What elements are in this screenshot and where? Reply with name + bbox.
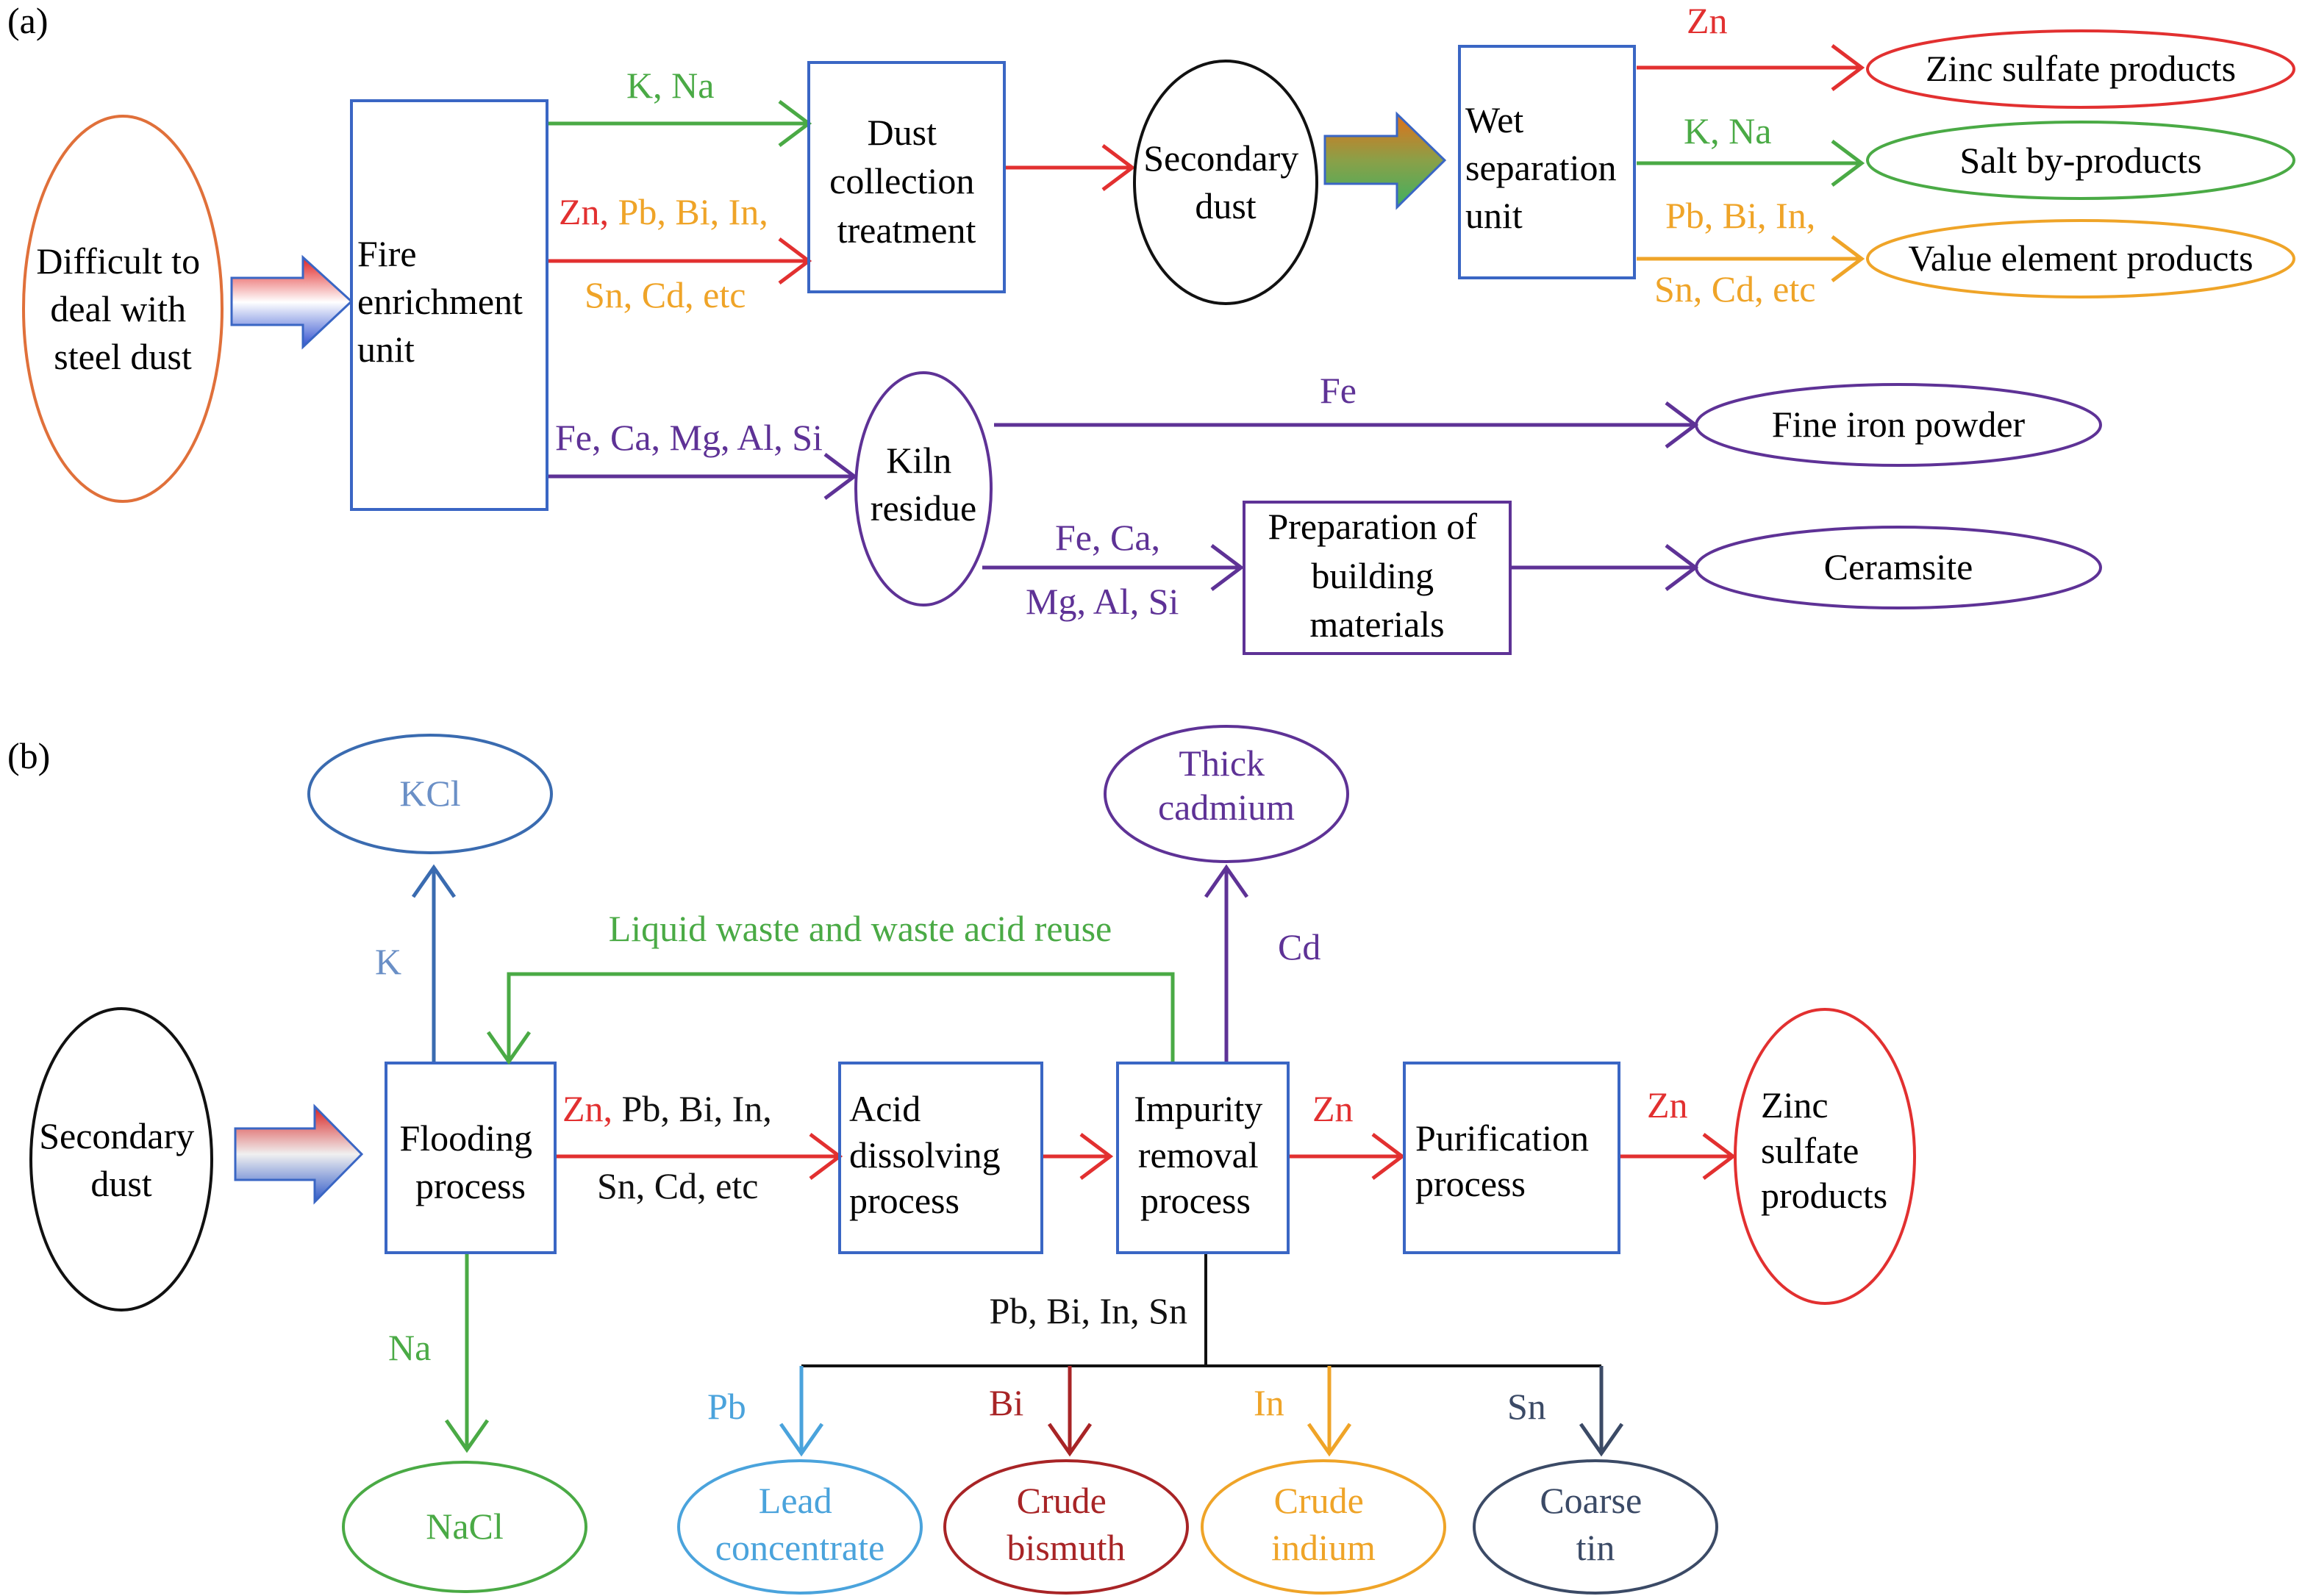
fire-unit-label: Fire enrichment unit: [357, 233, 532, 370]
nacl-label: NaCl: [426, 1506, 504, 1547]
zinc-sulfate-label-b: Zinc sulfate products: [1761, 1084, 1887, 1216]
salt-label: Salt by-products: [1959, 140, 2201, 181]
arrowhead: [444, 1419, 490, 1453]
panel-b-tag: (b): [7, 735, 50, 776]
salt-node: [1866, 121, 2295, 200]
impurity-removal-box: [1116, 1062, 1290, 1254]
arrowhead: [486, 1031, 532, 1065]
label-zn-2: Zn: [1687, 0, 1728, 41]
crude-bismuth-label: Crude bismuth: [1007, 1480, 1125, 1568]
coarse-tin-label: Coarse tin: [1540, 1480, 1651, 1568]
zinc-sulfate-node-b: [1734, 1008, 1916, 1305]
label-zn-b: Zn: [1312, 1088, 1354, 1129]
thick-cadmium-label: Thick cadmium: [1158, 742, 1295, 828]
kcl-node: [307, 734, 553, 854]
steel-dust-label: Difficult to deal with steel dust: [36, 240, 209, 377]
flooding-process-box: [385, 1062, 557, 1254]
arrowhead: [1204, 864, 1249, 898]
label-sn-group-b: Sn, Cd, etc: [597, 1165, 758, 1206]
wet-unit-label: Wet separation unit: [1465, 99, 1626, 236]
label-bi: Bi: [989, 1382, 1023, 1423]
label-fe: Fe: [1320, 370, 1357, 411]
building-materials-box: [1243, 501, 1512, 655]
acid-dissolving-box: [838, 1062, 1043, 1254]
label-cd: Cd: [1278, 926, 1320, 967]
fine-iron-node: [1695, 383, 2102, 467]
secondary-dust-node-b: [29, 1007, 213, 1311]
label-fe-ca: Fe, Ca,: [1055, 517, 1160, 558]
transfer-arrow: [230, 254, 354, 350]
label-k-na-1: K, Na: [626, 65, 714, 106]
zinc-sulfate-label-a: Zinc sulfate products: [1926, 48, 2236, 89]
arrowhead: [1210, 544, 1245, 591]
secondary-dust-node-a: [1133, 60, 1318, 305]
arrowhead: [1101, 144, 1136, 191]
label-in: In: [1254, 1382, 1284, 1423]
label-sn-group-1: Sn, Cd, etc: [585, 274, 746, 315]
crude-bismuth-node: [943, 1459, 1189, 1595]
lead-concentrate-node: [677, 1459, 923, 1595]
dust-collection-box: [807, 61, 1006, 293]
coarse-tin-node: [1473, 1459, 1718, 1595]
label-zn-pb-group-b: Zn, Pb, Bi, In,: [562, 1088, 772, 1129]
arrowhead: [1831, 44, 1865, 91]
arrowhead: [823, 453, 858, 500]
acid-dissolving-label: Acid dissolving process: [849, 1088, 1009, 1221]
impurity-removal-label: Impurity removal process: [1134, 1088, 1271, 1221]
crude-indium-node: [1201, 1459, 1446, 1595]
label-fe-group: Fe, Ca, Mg, Al, Si: [555, 417, 823, 458]
secondary-dust-label-a: Secondary dust: [1143, 137, 1308, 226]
steel-dust-node: [22, 115, 224, 503]
purification-box: [1403, 1062, 1620, 1254]
wet-separation-unit: [1458, 45, 1636, 279]
kiln-residue-label: Kiln residue: [871, 440, 976, 529]
ceramsite-node: [1695, 526, 2102, 609]
fire-enrichment-unit: [350, 99, 548, 511]
arrowhead: [1702, 1133, 1737, 1180]
panel-a-tag: (a): [7, 0, 49, 41]
arrowhead: [1047, 1423, 1093, 1457]
label-zn-c: Zn: [1647, 1084, 1688, 1126]
label-zn-pb-group-1: Zn, Pb, Bi, In,: [559, 191, 768, 232]
label-k-na-2: K, Na: [1684, 110, 1771, 151]
transfer-arrow: [234, 1103, 364, 1205]
purification-label: Purification process: [1415, 1117, 1598, 1204]
secondary-dust-label-b: Secondary dust: [39, 1115, 204, 1204]
ceramsite-label: Ceramsite: [1824, 546, 1973, 587]
label-k: K: [375, 941, 401, 982]
lead-concentrate-label: Lead concentrate: [715, 1480, 884, 1568]
building-materials-label: Preparation of building materials: [1268, 506, 1486, 645]
value-element-node: [1866, 219, 2295, 298]
label-na: Na: [388, 1327, 431, 1368]
arrowhead: [1579, 1423, 1624, 1457]
flooding-process-label: Flooding process: [399, 1117, 541, 1206]
kcl-label: KCl: [399, 773, 460, 814]
fine-iron-label: Fine iron powder: [1772, 404, 2026, 445]
reuse-loop: [507, 972, 1175, 1062]
label-sn-group-2: Sn, Cd, etc: [1654, 268, 1815, 309]
transfer-arrow: [1323, 111, 1447, 210]
value-element-label: Value element products: [1908, 237, 2253, 279]
arrowhead: [779, 1423, 824, 1457]
arrowhead: [411, 864, 457, 898]
label-sn: Sn: [1507, 1386, 1546, 1427]
label-pb-group-2: Pb, Bi, In,: [1665, 195, 1815, 236]
arrowhead: [1307, 1423, 1352, 1457]
arrowhead: [1831, 235, 1865, 282]
label-pb: Pb: [707, 1386, 746, 1427]
arrowhead: [1371, 1133, 1406, 1180]
label-reuse: Liquid waste and waste acid reuse: [609, 908, 1112, 949]
label-mg-al-si: Mg, Al, Si: [1026, 581, 1179, 622]
dust-collection-label: Dust collection treatment: [829, 112, 984, 251]
arrowhead: [1831, 140, 1865, 187]
kiln-residue-node: [854, 371, 993, 606]
arrowhead: [1079, 1133, 1114, 1180]
nacl-node: [342, 1461, 587, 1593]
zinc-sulfate-node-a: [1866, 29, 2295, 109]
crude-indium-label: Crude indium: [1271, 1480, 1376, 1568]
label-pb-bi-in-sn: Pb, Bi, In, Sn: [989, 1290, 1187, 1331]
thick-cadmium-node: [1104, 725, 1349, 863]
